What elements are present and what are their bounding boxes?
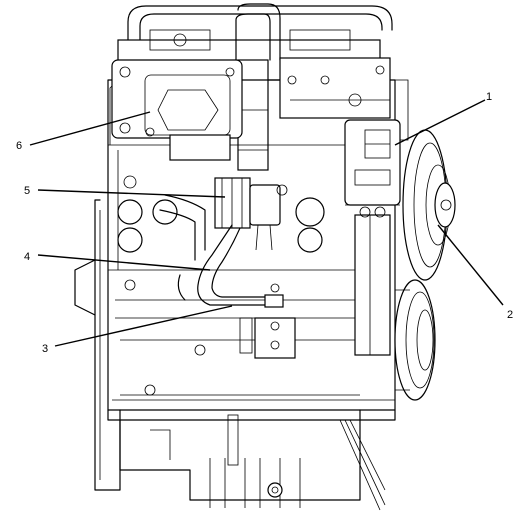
callout-2-label: 2 <box>507 309 513 321</box>
leader-2 <box>437 224 504 306</box>
manifold-plate <box>111 59 243 161</box>
crank-pulley <box>394 279 436 401</box>
fuel-pump-assembly <box>214 177 288 251</box>
callout-1-label: 1 <box>486 91 492 103</box>
leader-5 <box>37 189 226 198</box>
callout-3-label: 3 <box>42 343 48 355</box>
callout-5-label: 5 <box>24 185 30 197</box>
callout-labels: 1 2 3 4 5 6 <box>16 91 513 355</box>
right-manifold <box>279 57 409 141</box>
alternator <box>344 119 401 206</box>
callout-leaders <box>29 99 504 347</box>
alternator-pulley <box>402 129 456 281</box>
mount-boss <box>239 317 296 359</box>
leader-3 <box>54 305 233 347</box>
timing-cover <box>354 206 391 356</box>
leader-6 <box>29 111 151 146</box>
callout-6-label: 6 <box>16 140 22 152</box>
leader-4 <box>37 254 211 271</box>
callout-4-label: 4 <box>24 251 30 263</box>
left-housing <box>74 199 121 491</box>
oil-pan <box>119 409 386 511</box>
fuel-lines <box>159 194 284 308</box>
leader-1 <box>394 99 486 146</box>
block-bores <box>117 175 325 396</box>
